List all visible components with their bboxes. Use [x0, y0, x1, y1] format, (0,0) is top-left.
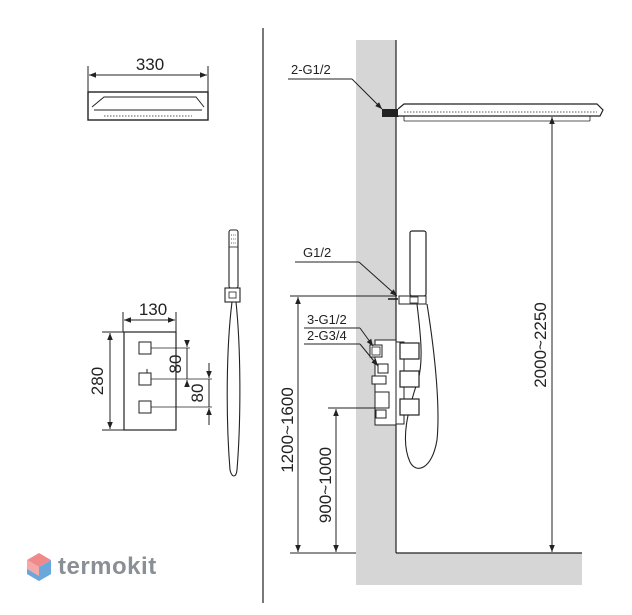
mixer-connection-2-label: 2-G3/4: [307, 328, 347, 343]
mixer-connection-1-label: 3-G1/2: [307, 312, 347, 327]
handle-spacing-2-label: 80: [188, 384, 207, 403]
brand-logo: termokit: [26, 552, 157, 582]
handle-spacing-1-label: 80: [166, 355, 185, 374]
head-connection-label: 2-G1/2: [291, 62, 331, 77]
shower-head-width-label: 330: [136, 55, 164, 74]
shower-head-height-label: 2000~2250: [531, 302, 550, 388]
mixer-front-view: 130 280 80 80: [88, 300, 212, 431]
brand-name: termokit: [58, 553, 157, 580]
mixer-height-label: 280: [88, 367, 107, 395]
installation-side-view: 2-G1/2 G1/2 3-G1/2 2-G3/4: [278, 40, 604, 585]
floor: [356, 553, 582, 585]
mixer-width-label: 130: [139, 300, 167, 319]
hand-shower-height-label: 1200~1600: [278, 387, 297, 473]
mixer-height-floor-label: 900~1000: [316, 447, 335, 523]
hand-connection-label: G1/2: [303, 245, 331, 260]
shower-head-top-view: 330: [87, 55, 209, 121]
hand-shower-front-view: [224, 229, 241, 477]
cube-logo-icon: [27, 553, 51, 581]
